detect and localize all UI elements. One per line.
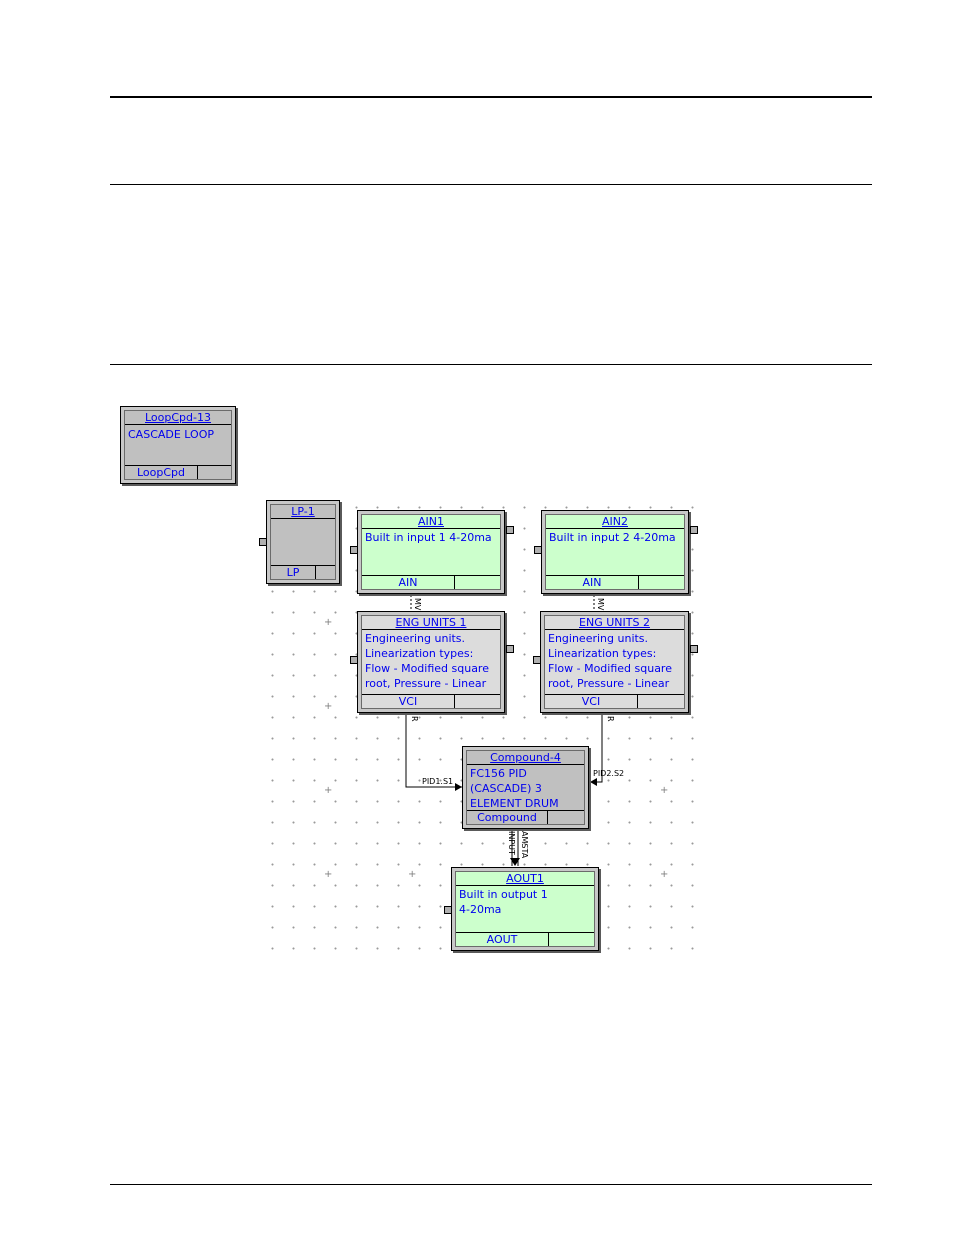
ain1-input-port[interactable] [350, 546, 358, 554]
block-text-line: FC156 PID [470, 767, 527, 780]
block-text-line: (CASCADE) 3 [470, 782, 542, 795]
grid-marker: + [324, 617, 333, 628]
eng2-input-port[interactable] [533, 656, 541, 664]
block-text-line: Built in output 1 [459, 888, 548, 901]
wire-label-r2: R [606, 716, 615, 722]
eng1-output-port[interactable] [506, 645, 514, 653]
block-text-line: Linearization types: [365, 647, 474, 660]
block-footer-type: AOUT [456, 933, 549, 946]
wire-eng1-compound [405, 713, 462, 788]
block-text-line: Engineering units. [548, 632, 649, 645]
block-title[interactable]: ENG UNITS 1 [362, 616, 500, 630]
block-text-line: Linearization types: [548, 647, 657, 660]
grid-marker: + [324, 869, 333, 880]
block-text-line: Engineering units. [365, 632, 466, 645]
wire-label-pid2: PID2.S2 [593, 769, 624, 778]
wire-label-mv2: MV [596, 598, 605, 611]
arrow-head [590, 778, 597, 786]
block-text-line: 4-20ma [459, 903, 502, 916]
block-title[interactable]: LoopCpd-13 [125, 411, 231, 425]
aout1-block[interactable]: AOUT1 Built in output 1 4-20ma AOUT [451, 867, 599, 951]
block-text-line: Built in input 2 4-20ma [549, 531, 676, 544]
wire-label-pid1: PID1.S1 [422, 777, 453, 786]
grid-marker: + [408, 869, 417, 880]
block-title[interactable]: AIN2 [546, 515, 684, 529]
block-footer-type: AIN [546, 576, 639, 589]
block-footer-type: AIN [362, 576, 455, 589]
grid-marker: + [660, 869, 669, 880]
block-title[interactable]: AOUT1 [456, 872, 594, 886]
ain1-block[interactable]: AIN1 Built in input 1 4-20ma AIN [357, 510, 505, 594]
ain1-output-port[interactable] [506, 526, 514, 534]
block-text-line: Flow - Modified square [365, 662, 489, 675]
ain2-input-port[interactable] [534, 546, 542, 554]
lp1-block[interactable]: LP-1 LP [266, 500, 340, 584]
compound-block[interactable]: Compound-4 FC156 PID (CASCADE) 3 ELEMENT… [462, 746, 589, 829]
wire-label-input: INPUT [507, 831, 516, 855]
block-title[interactable]: ENG UNITS 2 [545, 616, 684, 630]
arrow-head [510, 858, 520, 866]
block-footer-type: Compound [467, 811, 548, 824]
aout1-input-port[interactable] [444, 906, 452, 914]
block-title[interactable]: LP-1 [271, 505, 335, 519]
block-text-line: root, Pressure - Linear [548, 677, 670, 690]
ain2-block[interactable]: AIN2 Built in input 2 4-20ma AIN [541, 510, 689, 594]
block-footer-type: LP [271, 566, 316, 579]
eng-units-2-block[interactable]: ENG UNITS 2 Engineering units. Lineariza… [540, 611, 689, 713]
grid-marker: + [660, 785, 669, 796]
block-text-line: CASCADE LOOP [128, 428, 214, 441]
arrow-head [455, 783, 462, 791]
block-footer-type: VCI [362, 695, 455, 708]
section-rule-2 [110, 364, 872, 365]
grid-marker: + [324, 701, 333, 712]
block-text-line: root, Pressure - Linear [365, 677, 487, 690]
block-title[interactable]: Compound-4 [467, 751, 584, 765]
block-title[interactable]: AIN1 [362, 515, 500, 529]
block-text-line: Built in input 1 4-20ma [365, 531, 492, 544]
section-rule-1 [110, 184, 872, 185]
loopcpd-block[interactable]: LoopCpd-13 CASCADE LOOP LoopCpd [120, 406, 236, 484]
eng2-output-port[interactable] [690, 645, 698, 653]
block-footer-type: VCI [545, 695, 638, 708]
header-rule [110, 96, 872, 98]
block-text-line: ELEMENT DRUM [470, 797, 559, 810]
eng1-input-port[interactable] [350, 656, 358, 664]
eng-units-1-block[interactable]: ENG UNITS 1 Engineering units. Lineariza… [357, 611, 505, 713]
block-text-line: Flow - Modified square [548, 662, 672, 675]
wire-label-mv1: MV [413, 598, 422, 611]
wire-label-amsta: AMSTA [520, 831, 529, 859]
wire-label-r1: R [410, 716, 419, 722]
block-footer-type: LoopCpd [125, 466, 198, 479]
grid-marker: + [324, 785, 333, 796]
ain2-output-port[interactable] [690, 526, 698, 534]
lp1-input-port[interactable] [259, 538, 267, 546]
footer-rule [110, 1184, 872, 1185]
